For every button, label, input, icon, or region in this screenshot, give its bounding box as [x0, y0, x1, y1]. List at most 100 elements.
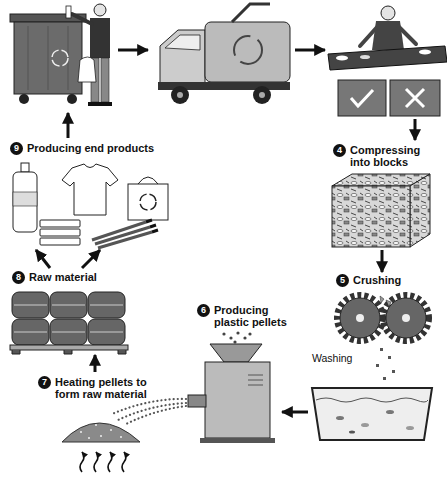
flow-arrow [282, 411, 308, 414]
crushing-gears [337, 295, 383, 341]
pellet-stream [118, 403, 186, 420]
step-header: 6Producing plastic pellets [197, 304, 282, 328]
conveyor-belt [419, 50, 431, 55]
collection-truck [253, 86, 271, 104]
washing-tub [349, 431, 355, 434]
pellet-machine [205, 362, 270, 438]
flow-arrow [36, 250, 50, 268]
person [72, 14, 92, 24]
end-products [140, 194, 156, 210]
recycling-bin [52, 50, 68, 66]
step-title: Producing plastic pellets [214, 304, 300, 328]
pellet-machine [188, 395, 206, 407]
pellet-machine [222, 332, 225, 335]
compressed-block [332, 174, 430, 247]
crushing-gears [380, 296, 391, 307]
recycling-bin [67, 94, 77, 104]
flow-arrow [414, 119, 417, 140]
washing-tub [406, 426, 414, 430]
crushing-gears [388, 356, 391, 359]
crushing-gears [383, 377, 386, 380]
pellet-machine [200, 438, 275, 443]
pellet-stream [126, 406, 186, 424]
pellet-pile [80, 425, 122, 438]
end-products [13, 172, 37, 232]
pellet-pile [62, 423, 140, 442]
sorting-worker [381, 6, 395, 20]
washing-tub [316, 398, 428, 402]
conveyor-belt [336, 56, 348, 61]
washing-tub [386, 410, 394, 414]
step-title: Heating pellets to form raw material [55, 376, 170, 400]
recycling-bin [19, 94, 29, 104]
person [66, 6, 71, 18]
crushing-gears [340, 298, 380, 338]
flow-arrow [118, 49, 148, 52]
person [66, 4, 112, 106]
heat-arrows [80, 452, 126, 472]
collection-truck [165, 35, 200, 50]
pellet-stream [112, 399, 186, 424]
pellet-stream [112, 399, 186, 414]
end-products [92, 222, 152, 248]
raw-material-bales [12, 350, 126, 354]
washing-tub [312, 388, 432, 440]
raw-material-bales [14, 305, 123, 332]
heat-arrows [94, 452, 98, 472]
step-title: Raw material [29, 271, 129, 283]
end-products [146, 220, 158, 232]
conveyor-belt [328, 46, 447, 70]
process-step: 7Heating pellets to form raw material [30, 372, 170, 475]
sorting-worker [360, 26, 416, 46]
raw-material-bales [10, 292, 128, 354]
callout-number: 4 [333, 144, 346, 157]
conveyor-belt [338, 80, 386, 116]
compressed-block [410, 174, 430, 247]
collection-truck [158, 4, 290, 104]
crushing-gears [337, 295, 429, 380]
pellet-pile [62, 423, 140, 442]
heat-arrows [80, 452, 84, 472]
pellet-machine [229, 336, 232, 339]
crushing-gears [402, 314, 410, 322]
crushing-gears [386, 298, 426, 338]
crushing-gears [380, 348, 383, 351]
end-products [40, 238, 80, 245]
crushing-gears [376, 364, 379, 367]
step-header: 7Heating pellets to form raw material [38, 376, 170, 400]
collection-truck [234, 36, 262, 64]
step-header: 8 Raw material [12, 271, 130, 284]
pellet-machine [243, 336, 246, 339]
step-header: 9Producing end products [10, 142, 175, 155]
washing-tub [312, 388, 432, 440]
crushing-gears [356, 314, 364, 322]
callout-number: 5 [336, 274, 349, 287]
collection-truck [259, 92, 265, 98]
flow-arrow [295, 49, 325, 52]
conveyor-belt [406, 89, 424, 107]
part-label: Washing [312, 352, 352, 364]
step-header: 5Crushing [336, 274, 440, 287]
person [78, 57, 96, 82]
step-title: Producing end products [27, 142, 177, 154]
end-products [138, 177, 158, 184]
crushing-gears [392, 370, 395, 373]
raw-material-bales [10, 345, 128, 350]
conveyor-belt [390, 80, 440, 116]
person [101, 58, 109, 102]
end-products [13, 163, 168, 248]
collection-truck [177, 92, 183, 98]
flow-arrow [82, 250, 100, 268]
conveyor-belt [351, 90, 373, 106]
person [94, 4, 106, 16]
pellet-machine [188, 331, 275, 443]
collection-truck [205, 22, 290, 82]
callout-number: 8 [12, 271, 25, 284]
process-step: 9Producing end products [5, 140, 175, 250]
process-step: 4Compressing into blocks [325, 142, 445, 250]
end-products [13, 192, 37, 206]
pellet-machine [233, 340, 236, 343]
collection-truck [160, 30, 205, 88]
